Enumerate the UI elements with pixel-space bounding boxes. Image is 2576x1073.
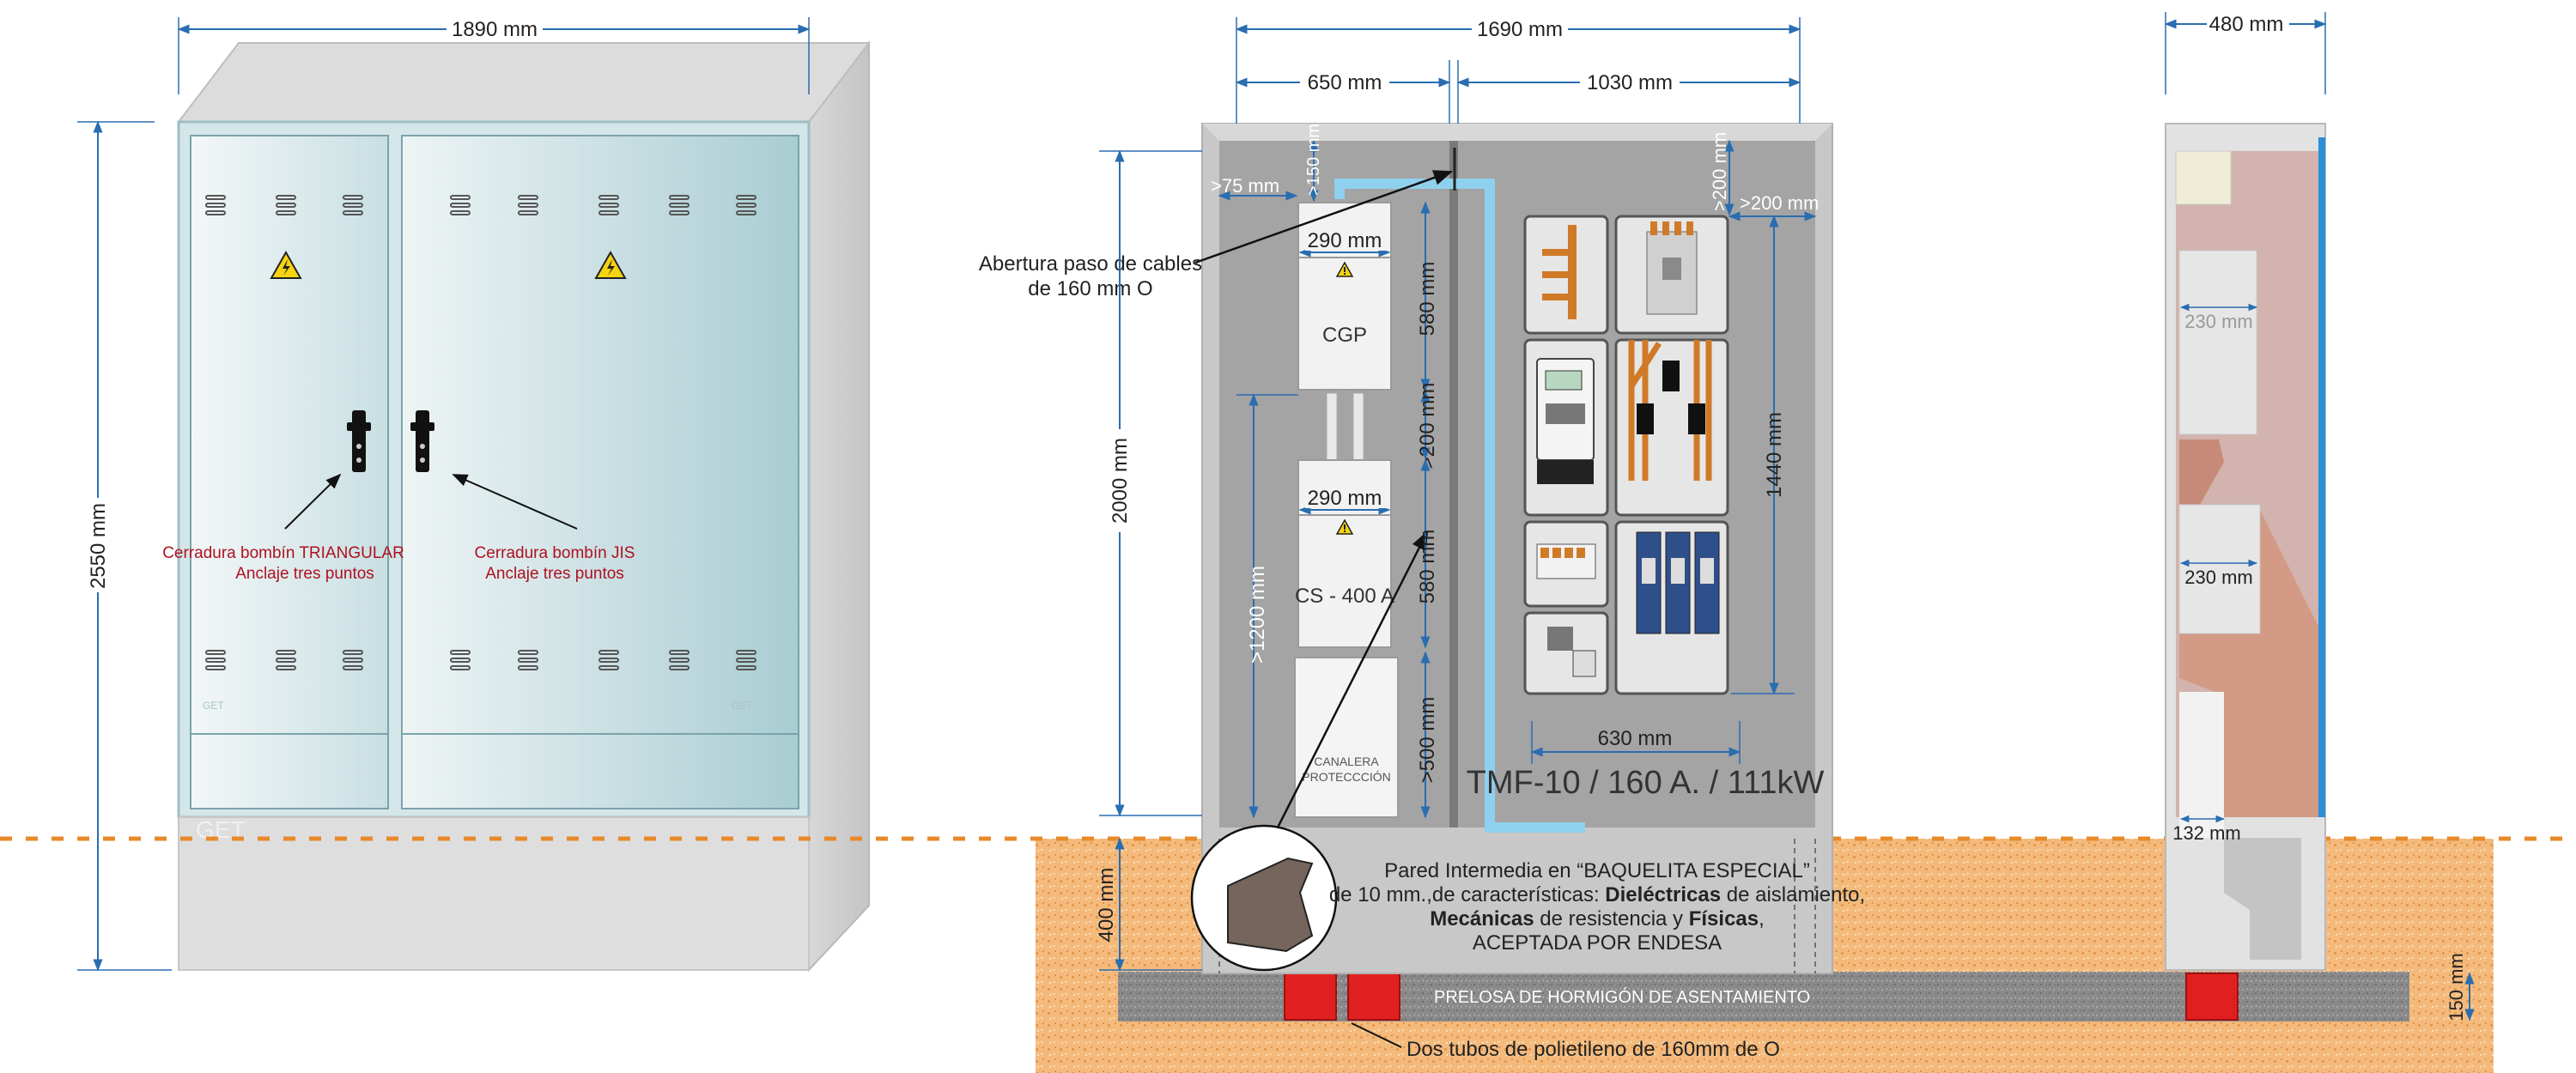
dim-cgp-height: 580 mm: [1416, 262, 1439, 336]
lock-jis-label: Cerradura bombín JIS: [475, 544, 635, 562]
brand-mark: GET: [732, 700, 753, 712]
dim-left-section: 650 mm: [1308, 71, 1382, 94]
meter-panel: [1523, 215, 1729, 695]
dim-gap-between: >200 mm: [1416, 383, 1439, 470]
dim-cs-height: 580 mm: [1416, 530, 1439, 604]
cgp-label: CGP: [1322, 324, 1367, 347]
model-label: TMF-10 / 160 A. / 111kW: [1467, 765, 1825, 801]
dim-meter-width: 630 mm: [1598, 727, 1673, 750]
dim-cgp-width: 290 mm: [1308, 229, 1382, 252]
cabinet-side-panel: [808, 40, 870, 973]
wall-note-line3: Mecánicas de resistencia y Físicas,: [1430, 907, 1765, 931]
front-view: Cerradura bombín TRIANGULAR Anclaje tres…: [77, 17, 872, 973]
dim-top-gap-right: >200 mm: [1709, 132, 1730, 211]
tubes-label: Dos tubos de polietileno de 160mm de O: [1406, 1038, 1780, 1061]
cs-label: CS - 400 A: [1295, 585, 1394, 608]
dim-side-depth: 480 mm: [2209, 13, 2284, 36]
dim-slab: 150 mm: [2445, 953, 2467, 1021]
canalera-box: [1294, 657, 1399, 818]
dim-meter-height: 1440 mm: [1763, 412, 1786, 498]
wall-note-line2: de 10 mm.,de características: Dieléctric…: [1329, 883, 1865, 906]
dim-front-height: 2550 mm: [87, 503, 110, 589]
side-door-edge: [2318, 137, 2325, 817]
lock-triangular-anchor: Anclaje tres puntos: [235, 565, 374, 583]
cable-tube: [2185, 973, 2239, 1021]
cable-tube: [1347, 973, 1400, 1021]
canalera-label: PROTECCCIÓN: [1302, 770, 1390, 784]
cable-opening-label: de 160 mm O: [1028, 277, 1152, 300]
partition-wall: [1449, 141, 1458, 827]
dim-side-3: 132 mm: [2172, 822, 2240, 844]
lock-triangular-label: Cerradura bombín TRIANGULAR: [162, 544, 404, 562]
dim-inner-height: 2000 mm: [1109, 438, 1132, 524]
wall-note-line4: ACEPTADA POR ENDESA: [1473, 931, 1722, 955]
dim-top-gap: >150 mm: [1304, 124, 1323, 196]
cable-tube: [1284, 973, 1337, 1021]
side-view: 480 mm 230 mm 230 mm 132 mm 150 mm: [2164, 12, 2475, 1021]
cabinet-roof: [176, 42, 872, 123]
wall-note-line1: Pared Intermedia en “BAQUELITA ESPECIAL”: [1384, 859, 1810, 882]
slab-label: PRELOSA DE HORMIGÓN DE ASENTAMIENTO: [1434, 987, 1810, 1007]
brand-mark: GET: [203, 700, 224, 712]
dim-side-gap: >75 mm: [1211, 175, 1279, 197]
dim-right-section: 1030 mm: [1587, 71, 1673, 94]
dim-cs-width: 290 mm: [1308, 487, 1382, 510]
dim-side-2: 230 mm: [2184, 567, 2252, 588]
dim-buried: 400 mm: [1095, 868, 1118, 943]
interior-view: CGP CS - 400 A CANALERA PROTECCCIÓN: [979, 17, 1865, 974]
dim-channel-height: >500 mm: [1416, 697, 1439, 784]
dim-cs-from-ground: >1200 mm: [1246, 566, 1269, 664]
cabinet-base: [178, 816, 810, 971]
dim-side-1: 230 mm: [2184, 311, 2252, 332]
canalera-label: CANALERA: [1314, 755, 1379, 768]
cable-route: [1334, 179, 1585, 833]
cable-opening-label: Abertura paso de cables: [979, 252, 1202, 276]
right-door[interactable]: [401, 135, 799, 809]
lock-jis-anchor: Anclaje tres puntos: [485, 565, 624, 583]
dim-front-width: 1890 mm: [452, 18, 538, 41]
dim-inner-width: 1690 mm: [1477, 18, 1563, 41]
left-door[interactable]: [190, 135, 389, 809]
dim-right-gap: >200 mm: [1740, 192, 1819, 214]
